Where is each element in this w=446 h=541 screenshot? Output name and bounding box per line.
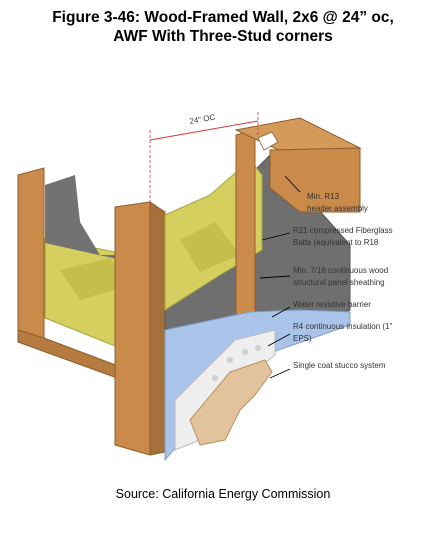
header-block — [269, 147, 361, 213]
dimension-label: 24" OC — [189, 113, 216, 126]
callout-arrow-eps — [267, 333, 291, 347]
callout-arrow-stucco — [269, 368, 291, 379]
eps-texture-dot — [242, 349, 248, 355]
stucco-system — [189, 359, 273, 446]
callout-eps-line-2: EPS) — [293, 334, 312, 343]
eps-texture-dot — [227, 357, 233, 363]
callout-eps-line-1: R4 continuous insulation (1" — [293, 322, 393, 331]
left-insulation-fold — [60, 258, 130, 300]
corner-stud-front — [114, 201, 151, 456]
figure-title-line-1: Figure 3-46: Wood-Framed Wall, 2x6 @ 24”… — [52, 9, 394, 26]
callout-sheathing-line-2: structural panel sheathing — [293, 278, 385, 287]
figure-source: Source: California Energy Commission — [115, 487, 331, 501]
callout-header-line-1: Min. R13 — [307, 192, 340, 201]
left-end-stud — [17, 167, 45, 341]
callout-arrow-header — [284, 175, 301, 193]
left-sheathing-edge — [45, 175, 130, 262]
callout-arrow-batts — [261, 232, 291, 241]
right-insulation-fold — [180, 222, 240, 272]
callout-barrier-line-1: Water resistive barrier — [293, 300, 371, 309]
header-opening — [257, 131, 279, 151]
dimension-line — [149, 120, 259, 141]
callout-header-line-2: header assembly — [307, 204, 368, 213]
eps-texture-dot — [212, 375, 218, 381]
callout-arrow-barrier — [271, 306, 291, 318]
eps-texture-dot — [255, 345, 261, 351]
callout-sheathing-line-1: Min. 7/16 continuous wood — [293, 266, 388, 275]
figure-title: Figure 3-46: Wood-Framed Wall, 2x6 @ 24”… — [0, 8, 446, 46]
callout-batts-line-2: Batts (equivalent to R18 — [293, 238, 379, 247]
figure-title-line-2: AWF With Three-Stud corners — [113, 28, 333, 45]
callout-arrow-sheathing — [259, 275, 291, 279]
callout-batts-line-1: R21 compressed Fiberglass — [293, 226, 393, 235]
corner-stud-side — [149, 201, 166, 456]
callout-stucco-line-1: Single coat stucco system — [293, 361, 386, 370]
